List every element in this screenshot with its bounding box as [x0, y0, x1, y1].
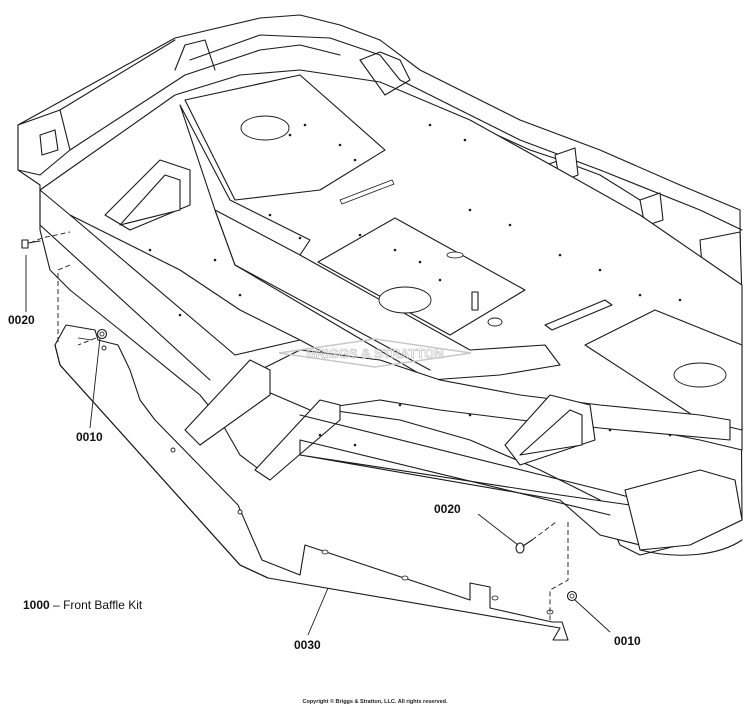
- kit-name: Front Baffle Kit: [63, 598, 143, 612]
- deck-holes: [148, 123, 682, 447]
- svg-text:BRIGGS & STRATTON: BRIGGS & STRATTON: [306, 346, 443, 361]
- kit-label: 1000 – Front Baffle Kit: [23, 598, 142, 612]
- nut-0010-left: [96, 328, 108, 340]
- copyright-notice: Copyright © Briggs & Stratton, LLC. All …: [302, 699, 448, 705]
- bolt-0020-left: [21, 239, 41, 249]
- callout-0010-left: 0010: [76, 430, 103, 444]
- nut-0010-right: [566, 590, 578, 602]
- watermark-logo: BRIGGS & STRATTON: [278, 338, 472, 368]
- kit-separator: –: [53, 598, 60, 612]
- callout-0020-left: 0020: [8, 313, 35, 327]
- assembly-lines: [29, 231, 569, 620]
- mower-deck: [17, 14, 743, 556]
- callout-0020-right: 0020: [434, 502, 461, 516]
- kit-number: 1000: [23, 598, 50, 612]
- callout-0010-right: 0010: [614, 634, 641, 648]
- bolt-0020-right: [515, 539, 533, 554]
- leader-lines: [25, 255, 611, 636]
- callout-0030: 0030: [294, 638, 321, 652]
